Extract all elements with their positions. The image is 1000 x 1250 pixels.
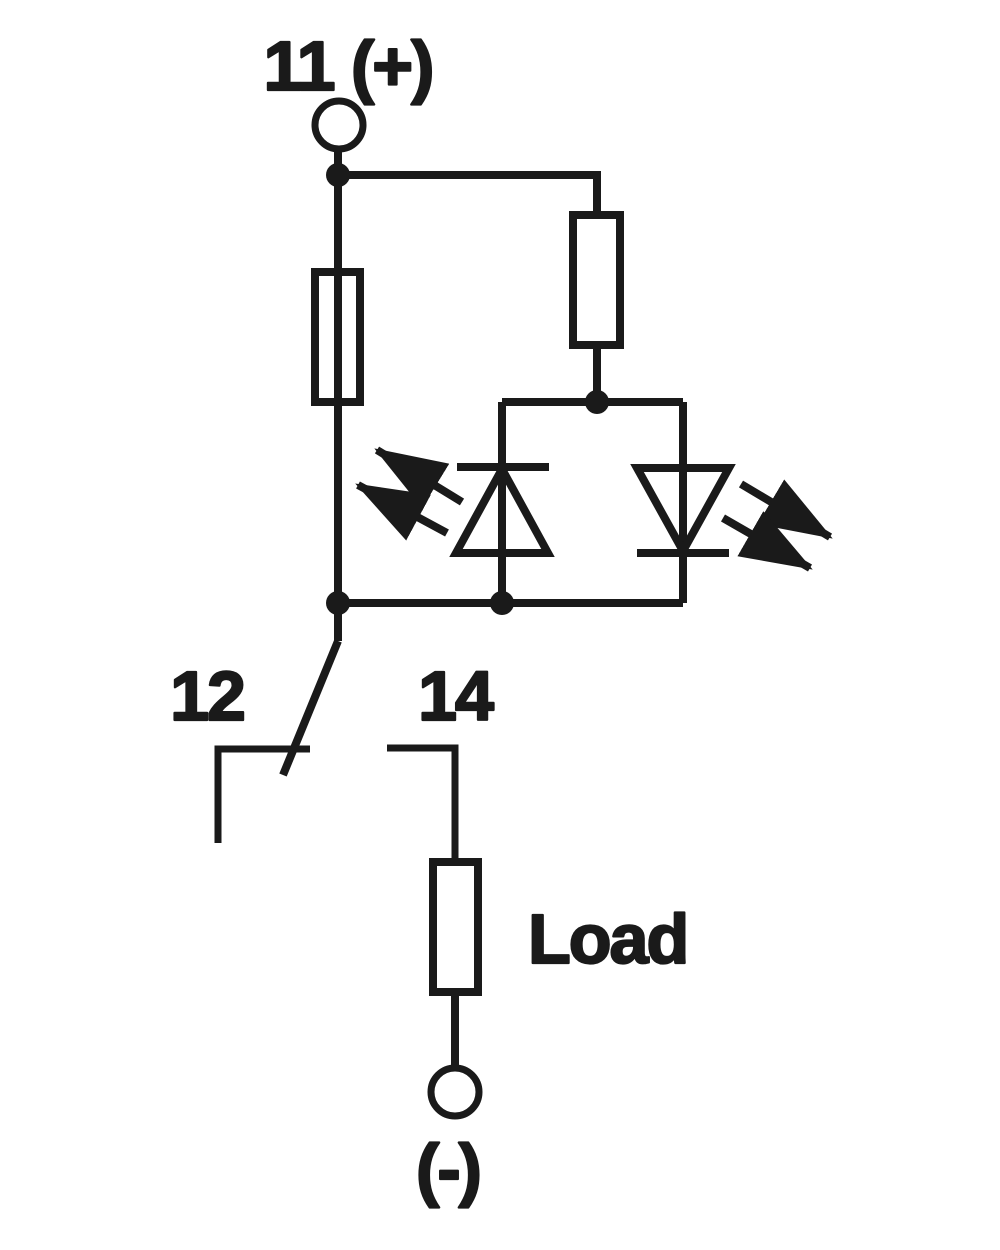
junction-dot-bottom-left	[326, 591, 350, 615]
led-left-symbol	[355, 446, 555, 557]
led-right-emission-arrow-2	[721, 511, 813, 572]
contact-14-label: 14	[418, 657, 494, 735]
junction-dot-resistor	[585, 390, 609, 414]
contact-12-label: 12	[170, 657, 244, 735]
led-right-emission-arrow-1	[738, 479, 833, 541]
load-resistor-symbol	[429, 858, 482, 996]
led-left-emission-arrow-1	[374, 446, 465, 509]
led-right-triangle	[630, 464, 736, 560]
junction-dot-top	[326, 163, 350, 187]
terminal-11-circle	[311, 97, 367, 153]
changeover-contact-symbol	[214, 603, 459, 866]
junction-dot-bottom-mid	[490, 591, 514, 615]
led-left-emission-arrow-2	[355, 481, 449, 541]
led-left-triangle	[449, 460, 555, 557]
load-label: Load	[528, 900, 687, 978]
terminal-minus-circle	[427, 1064, 483, 1120]
wire-top-branch	[338, 171, 601, 219]
fuse-symbol	[311, 268, 364, 406]
switch-lever	[279, 639, 342, 777]
contact-14-terminal	[387, 744, 459, 866]
terminal-minus-label: (-)	[416, 1130, 480, 1208]
led-right-symbol	[630, 464, 833, 572]
series-resistor-symbol	[569, 211, 624, 349]
contact-12-terminal	[214, 745, 310, 843]
terminal-11-label: 11 (+)	[264, 27, 433, 105]
